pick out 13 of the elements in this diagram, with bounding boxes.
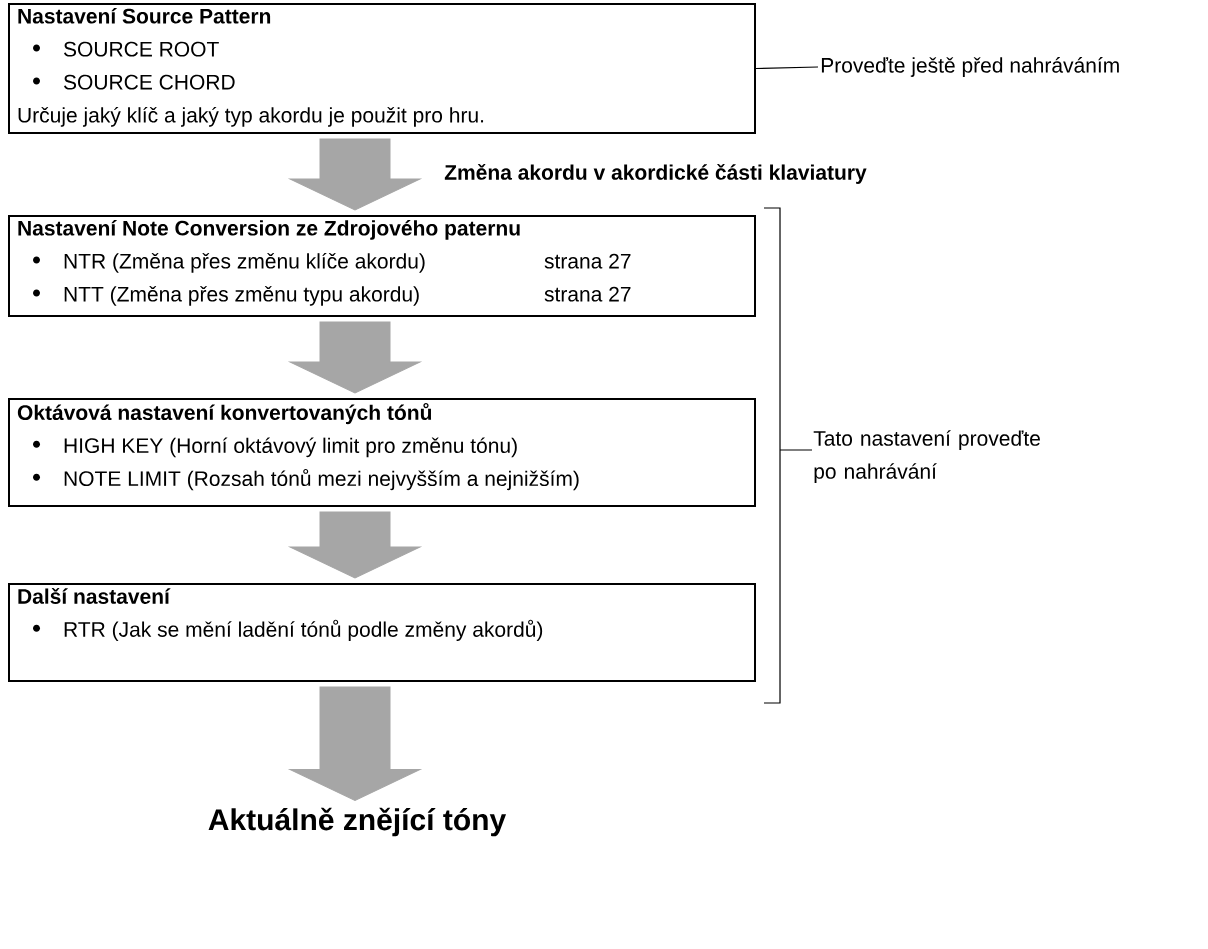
block-arrow: [289, 138, 421, 211]
edge-label: Změna akordu v akordické části klaviatury: [444, 163, 867, 184]
process-box: Oktávová nastavení konvertovaných tónů HIGH KEY (Horní oktávový limit pro změnu tónu) NOTE LIMIT (Rozsah tónů mezi nejvyšším a nejnižším): [8, 398, 756, 507]
note-text: Proveďte ještě před nahráváním: [821, 57, 1119, 77]
leader-line: [755, 66, 819, 70]
process-box: Další nastavení RTR (Jak se mění ladění tónů podle změny akordů): [8, 583, 756, 682]
process-box: Nastavení Source Pattern SOURCE ROOT SOURCE CHORD Určuje jaký klíč a jaký typ akordu je použit pro hru.: [8, 3, 756, 134]
block-arrow: [289, 511, 421, 579]
process-box: Nastavení Note Conversion ze Zdrojového paternu NTR (Změna přes změnu klíče akordu) strana 27 NTT (Změna přes změnu typu akordu) strana 27: [8, 215, 756, 317]
block-arrow: [289, 321, 421, 394]
result-text: Aktuálně znějící tóny: [208, 807, 507, 837]
note-text: Tato nastavení proveďte po nahrávání: [813, 430, 1040, 483]
block-arrow: [289, 686, 421, 801]
